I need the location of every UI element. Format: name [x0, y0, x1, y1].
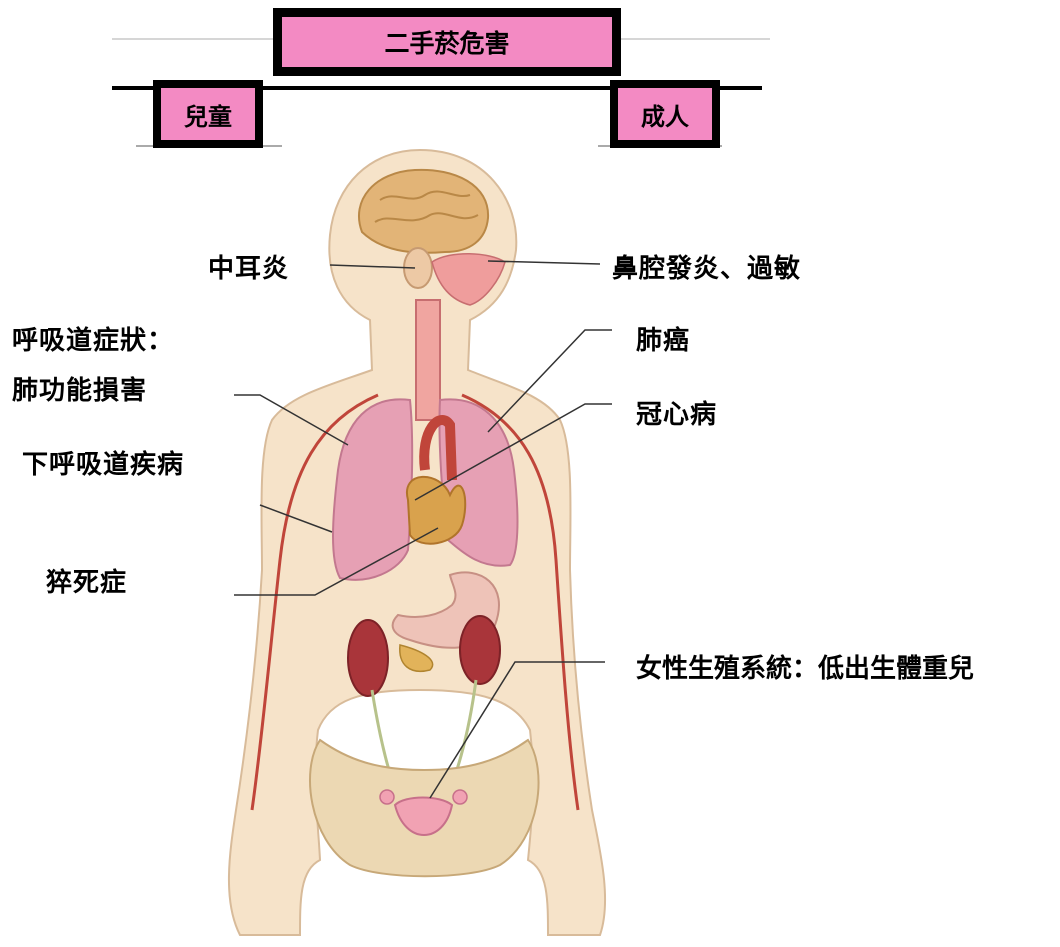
right-kidney [348, 620, 388, 696]
label-lung-cancer: 肺癌 [636, 320, 690, 357]
children-tag: 兒童 [153, 80, 263, 148]
brain [359, 170, 488, 253]
label-heart-disease: 冠心病 [636, 394, 717, 431]
label-sids: 猝死症 [46, 562, 127, 599]
right-ovary [380, 790, 394, 804]
label-lower-respiratory: 下呼吸道疾病 [22, 444, 184, 481]
heart [407, 477, 465, 544]
label-lung-function: 肺功能損害 [12, 370, 147, 407]
trachea [416, 300, 440, 420]
adults-tag: 成人 [610, 80, 720, 148]
label-respiratory-symptoms: 呼吸道症狀： [12, 320, 174, 357]
page-title: 二手菸危害 [273, 8, 621, 76]
left-ovary [453, 790, 467, 804]
label-female-reproductive: 女性生殖系統：低出生體重兒 [636, 648, 974, 685]
label-middle-ear: 中耳炎 [208, 248, 289, 285]
left-kidney [460, 616, 500, 684]
label-nasal: 鼻腔發炎、過敏 [612, 248, 801, 285]
